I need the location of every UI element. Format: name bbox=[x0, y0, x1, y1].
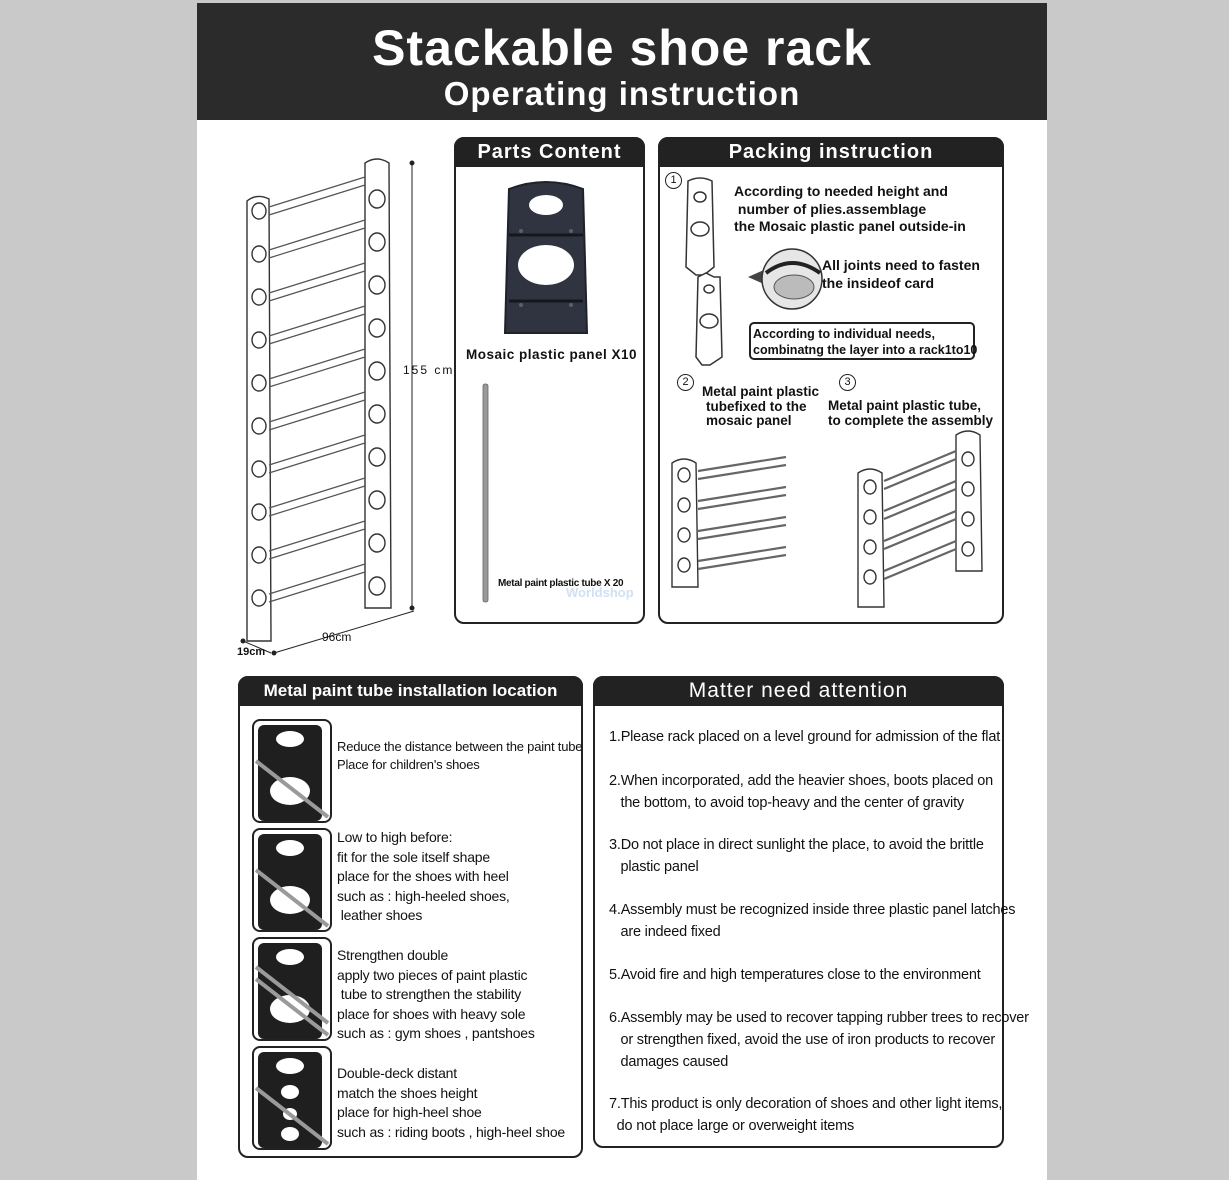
dimension-lines bbox=[240, 160, 415, 656]
install-thumb-1 bbox=[252, 719, 332, 823]
step-3-image bbox=[857, 430, 983, 608]
step-1-number: 1 bbox=[665, 172, 682, 189]
note-1: 1.Please rack placed on a level ground f… bbox=[609, 729, 1001, 745]
packing-instruction-title: Packing instruction bbox=[658, 137, 1004, 167]
note-6: 6.Assembly may be used to recover tappin… bbox=[609, 1010, 1029, 1070]
width-dimension-label: 96cm bbox=[322, 630, 352, 644]
panel-label: Mosaic plastic panel X10 bbox=[465, 347, 638, 362]
metal-tube-image bbox=[482, 383, 489, 603]
attention-box: Matter need attention 1.Please rack plac… bbox=[593, 676, 1029, 1148]
install-item-2-text: Low to high before:fit for the sole itse… bbox=[337, 829, 510, 923]
parts-content-box: Parts Content Mosaic plastic panel X10 M… bbox=[454, 137, 645, 624]
packing-instruction-box: Packing instruction 1 According to neede… bbox=[658, 137, 1004, 624]
attention-title: Matter need attention bbox=[593, 676, 1004, 706]
install-item-1-text: Reduce the distance between the paint tu… bbox=[337, 739, 583, 772]
install-image-2 bbox=[254, 834, 330, 930]
install-thumb-3 bbox=[252, 937, 332, 1041]
rack-drawing bbox=[246, 158, 392, 642]
step-3-number: 3 bbox=[839, 374, 856, 391]
joint-closeup-image bbox=[748, 248, 823, 310]
note-7: 7.This product is only decoration of sho… bbox=[609, 1096, 1003, 1134]
watermark: Worldshop bbox=[566, 585, 634, 600]
parts-content-title: Parts Content bbox=[454, 137, 645, 167]
install-thumb-2 bbox=[252, 828, 332, 932]
instruction-sheet: Stackable shoe rack Operating instructio… bbox=[197, 3, 1047, 1180]
note-4: 4.Assembly must be recognized inside thr… bbox=[609, 902, 1016, 940]
install-image-3 bbox=[254, 943, 330, 1039]
step-1-text: According to needed height and number of… bbox=[734, 183, 966, 234]
plastic-panel-image bbox=[503, 181, 589, 334]
header-banner: Stackable shoe rack Operating instructio… bbox=[197, 3, 1047, 120]
note-5: 5.Avoid fire and high temperatures close… bbox=[609, 967, 981, 983]
note-2: 2.When incorporated, add the heavier sho… bbox=[609, 773, 993, 811]
step-2-image bbox=[671, 455, 787, 588]
panel-join-image bbox=[685, 177, 723, 366]
needs-text-box: According to individual needs, combinatn… bbox=[749, 322, 977, 360]
page-title: Stackable shoe rack bbox=[372, 20, 872, 76]
step-2-text: Metal paint plastic tubefixed to the mos… bbox=[702, 384, 820, 428]
step-3-text: Metal paint plastic tube, to complete th… bbox=[828, 398, 994, 428]
installation-location-title: Metal paint tube installation location bbox=[238, 676, 583, 706]
note-3: 3.Do not place in direct sunlight the pl… bbox=[609, 837, 984, 875]
install-thumb-4 bbox=[252, 1046, 332, 1150]
install-image-1 bbox=[254, 725, 330, 821]
joints-text: All joints need to fasten the insideof c… bbox=[822, 257, 980, 291]
page-subtitle: Operating instruction bbox=[443, 75, 801, 112]
installation-location-box: Metal paint tube installation location R… bbox=[238, 676, 583, 1158]
depth-dimension-label: 19cm bbox=[237, 646, 266, 658]
step-2-number: 2 bbox=[677, 374, 694, 391]
install-image-4 bbox=[254, 1052, 330, 1148]
height-dimension-label: 155 cm bbox=[403, 363, 455, 377]
tube-label: Metal paint plastic tube X 20 bbox=[498, 578, 624, 589]
